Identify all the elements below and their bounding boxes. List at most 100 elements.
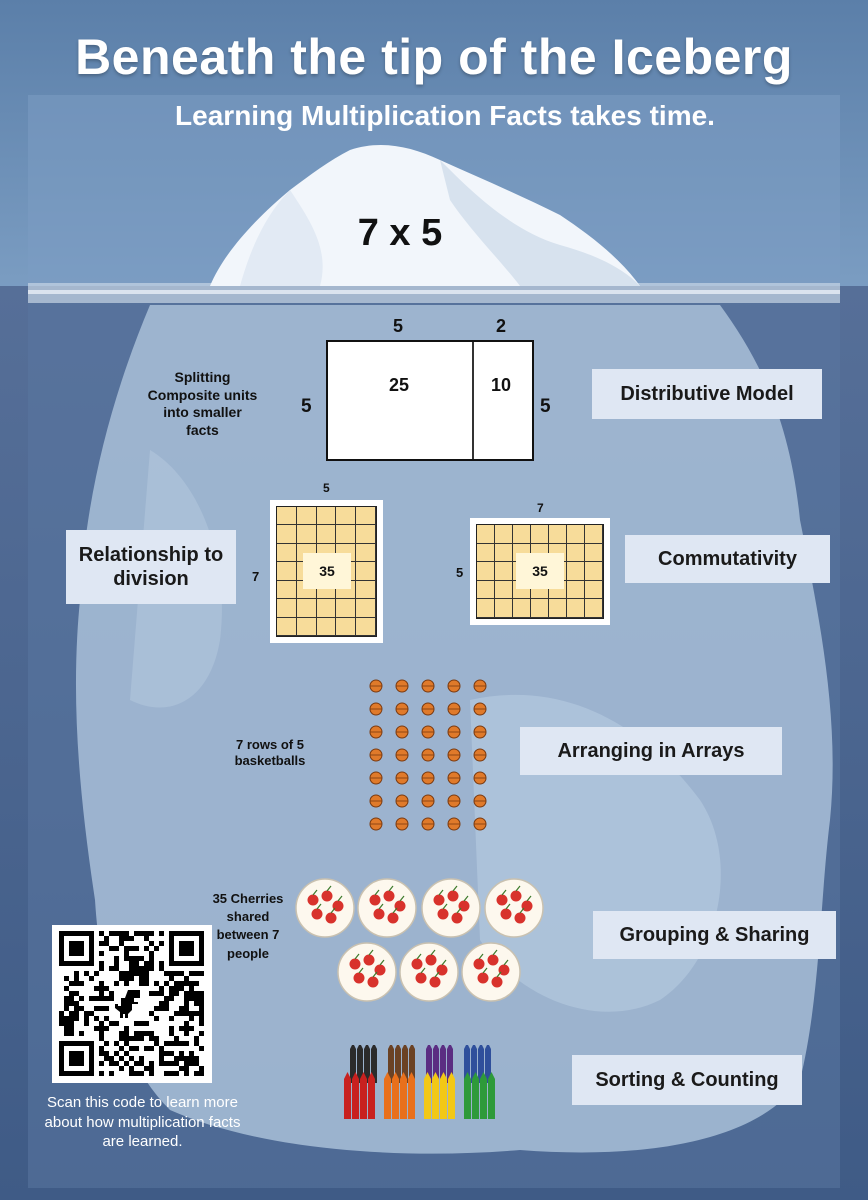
grid-cell (495, 580, 513, 600)
qr-module (104, 936, 109, 941)
qr-module (129, 1046, 134, 1051)
grid-cell (567, 599, 585, 618)
qr-module (134, 1061, 139, 1066)
qr-module (179, 981, 184, 986)
cherry-stem (492, 949, 498, 956)
crayon-icon (433, 1049, 439, 1083)
cherry-plate-icon (295, 878, 355, 938)
crayon-tip (409, 1045, 415, 1049)
cherry-stem (434, 971, 440, 978)
cherry-stem (456, 907, 462, 914)
crayon-icon (408, 1079, 415, 1119)
qr-module (159, 1051, 164, 1056)
crayon-icon (357, 1049, 363, 1083)
qr-code-card[interactable] (52, 925, 212, 1083)
qr-module (164, 981, 169, 986)
crayon-icon (471, 1049, 477, 1083)
cherry-stem (519, 907, 525, 914)
qr-module (124, 951, 129, 956)
cherry-stem (379, 959, 385, 966)
cherry-stem (442, 903, 448, 910)
qr-module (99, 1026, 104, 1031)
grid-cell (495, 525, 513, 544)
qr-module (99, 1046, 104, 1051)
qr-module (109, 966, 114, 971)
qr-module (164, 1041, 169, 1046)
qr-module (79, 1006, 84, 1011)
qr-module (139, 1056, 144, 1061)
qr-module (174, 1036, 179, 1041)
qr-module (119, 976, 124, 981)
qr-module (104, 996, 109, 1001)
grid-cell (513, 599, 531, 618)
page-title: Beneath the tip of the Iceberg (75, 29, 793, 85)
cherry-icon (307, 894, 319, 906)
crayon-icon (480, 1079, 487, 1119)
grid-cell (296, 617, 317, 636)
cherry-stem (326, 885, 332, 892)
cherry-stem (416, 953, 422, 960)
qr-module (134, 956, 139, 961)
cherry-icon (369, 894, 381, 906)
crayon-icon (388, 1049, 394, 1083)
qr-module (184, 1011, 189, 1016)
crayon-tip (440, 1045, 446, 1049)
qr-module (124, 1041, 129, 1046)
qr-module (164, 1061, 169, 1066)
qr-module (179, 1011, 184, 1016)
crayon-tip (478, 1045, 484, 1049)
cherry-stem (368, 949, 374, 956)
cherry-icon (447, 890, 459, 902)
qr-code-icon[interactable] (52, 925, 212, 1083)
commutativity-product: 35 (516, 553, 564, 589)
sorting-label: Sorting & Counting (572, 1055, 802, 1105)
grid-cell (549, 525, 567, 544)
grid-cell (567, 562, 585, 581)
qr-module (199, 1006, 204, 1011)
division-product: 35 (303, 553, 351, 589)
crayon-icon (392, 1079, 399, 1119)
qr-module (129, 1071, 134, 1076)
qr-module (144, 976, 149, 981)
qr-module (114, 981, 119, 986)
qr-module (64, 1016, 69, 1021)
qr-module (99, 961, 104, 966)
qr-module (184, 1041, 189, 1046)
qr-module (69, 996, 74, 1001)
crayon-icon (478, 1049, 484, 1083)
crayon-tip (485, 1045, 491, 1049)
qr-module (164, 1006, 169, 1011)
qr-module (99, 1021, 104, 1026)
cherry-plate-icon (484, 878, 544, 938)
qr-module (134, 1031, 139, 1036)
qr-module (199, 1031, 204, 1036)
cherry-icon (500, 908, 512, 920)
cherry-stem (399, 895, 405, 902)
qr-module (59, 1011, 64, 1016)
cherry-stem (392, 907, 398, 914)
qr-module (159, 1046, 164, 1051)
qr-module (174, 991, 179, 996)
grid-cell (477, 543, 495, 563)
cherry-stem (312, 889, 318, 896)
qr-module (134, 971, 139, 976)
qr-module (189, 1051, 194, 1056)
cherry-icon (363, 954, 375, 966)
qr-module (134, 1071, 139, 1076)
qr-module (169, 976, 174, 981)
commutativity-side: 5 (456, 565, 464, 580)
crayon-icon (344, 1079, 351, 1119)
grid-cell (336, 617, 357, 636)
qr-module (99, 1051, 104, 1056)
qr-module (169, 971, 174, 976)
crayon-tip (440, 1072, 447, 1079)
qr-module (144, 971, 149, 976)
qr-module (169, 1031, 174, 1036)
qr-module (119, 971, 124, 976)
crayon-icon (402, 1049, 408, 1083)
qr-module (69, 981, 74, 986)
cherry-plate-icon (337, 942, 397, 1002)
qr-module (194, 1036, 199, 1041)
qr-module (189, 981, 194, 986)
